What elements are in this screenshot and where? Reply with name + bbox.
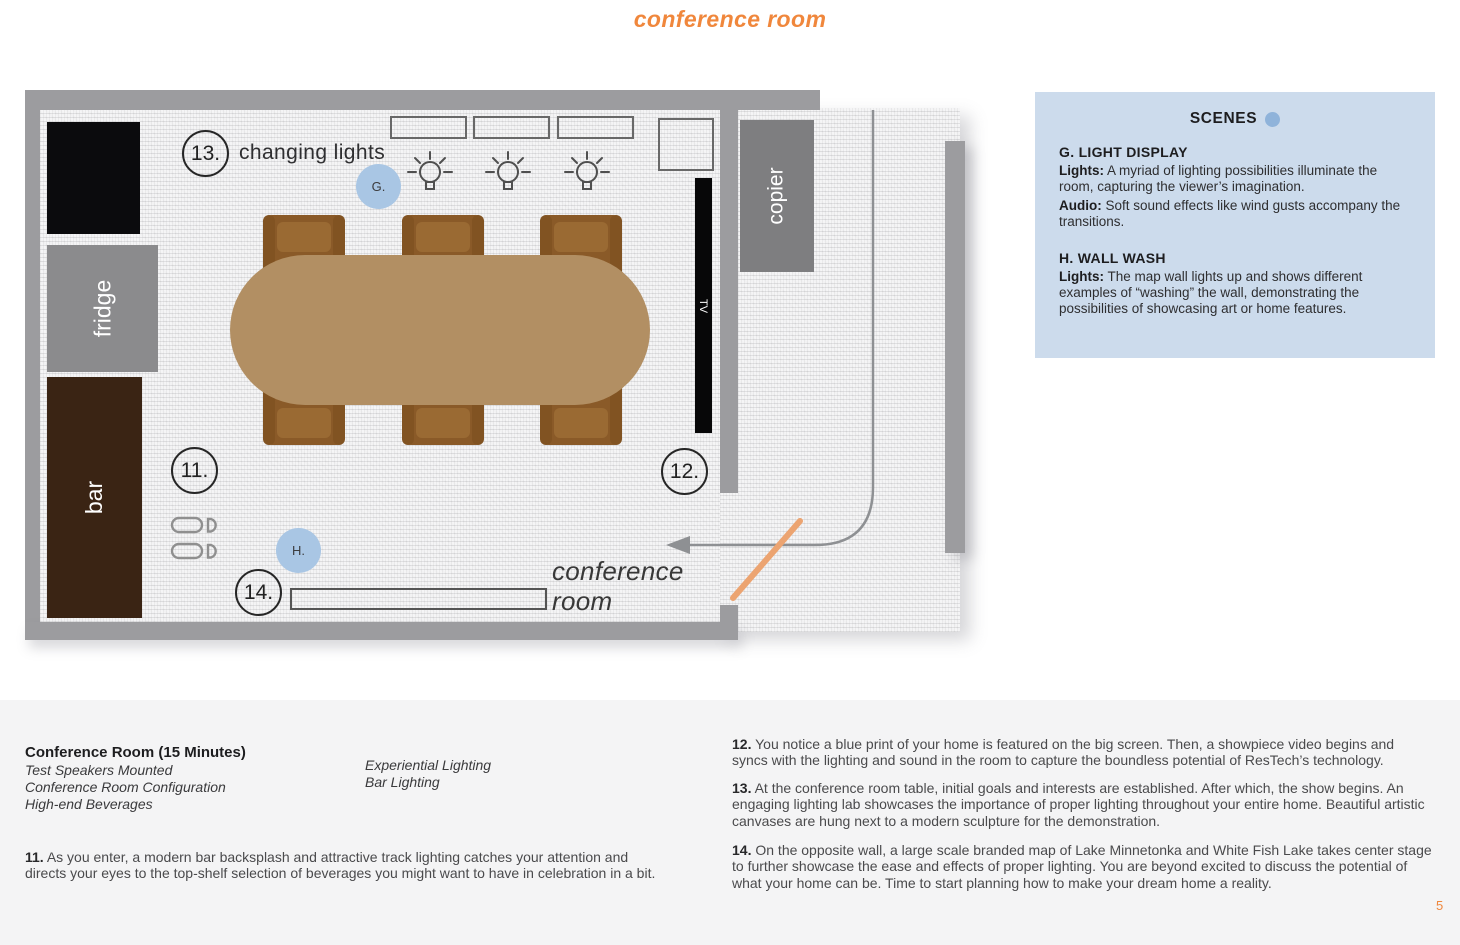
- wall-fixture: [473, 116, 550, 139]
- marker-12: 12.: [661, 448, 708, 495]
- light-bulb-icon: [564, 151, 610, 190]
- wall-fixture: [557, 116, 634, 139]
- scenes-title-row: SCENES: [1059, 110, 1411, 128]
- page-title: conference room: [633, 6, 827, 32]
- scene-marker-h: H.: [276, 528, 321, 573]
- marker-13: 13.: [182, 130, 229, 177]
- scene-g-heading: G. LIGHT DISPLAY: [1059, 144, 1188, 160]
- marker-12-label: 12.: [669, 459, 700, 483]
- scene-h-lights-text: The map wall lights up and shows differe…: [1059, 268, 1363, 316]
- speaker-icon: [170, 542, 217, 560]
- scene-h-lights: Lights: The map wall lights up and shows…: [1059, 269, 1411, 317]
- scene-block-g: G. LIGHT DISPLAY Lights: A myriad of lig…: [1059, 144, 1411, 230]
- scene-g-lights: Lights: A myriad of lighting possibiliti…: [1059, 163, 1411, 195]
- note-14-text: On the opposite wall, a large scale bran…: [732, 841, 1432, 891]
- tv: TV: [695, 178, 712, 433]
- speaker-icon: [170, 516, 217, 534]
- footer-mid-item: Experiential Lighting: [365, 757, 492, 773]
- fridge-label: fridge: [88, 279, 115, 338]
- scenes-dot-icon: [1265, 111, 1281, 127]
- scene-h-heading: H. WALL WASH: [1059, 249, 1166, 266]
- note-12-num: 12.: [732, 736, 752, 752]
- scenes-panel: SCENES G. LIGHT DISPLAY Lights: A myriad…: [1035, 92, 1435, 358]
- marker-14: 14.: [235, 569, 282, 616]
- footer-sub-item: Test Speakers Mounted: [25, 762, 173, 778]
- copier-label: copier: [764, 167, 788, 225]
- copier: copier: [740, 120, 814, 272]
- scene-block-h: H. WALL WASH Lights: The map wall lights…: [1059, 250, 1411, 317]
- room-caption-line2: room: [552, 586, 613, 616]
- note-12-text: You notice a blue print of your home is …: [732, 736, 1395, 769]
- wall-right-stub: [720, 605, 738, 640]
- bar: bar: [47, 377, 142, 618]
- scene-g-lights-label: Lights:: [1059, 163, 1104, 178]
- tv-label: TV: [697, 298, 710, 313]
- footer-sub-items: Test Speakers Mounted Conference Room Co…: [25, 762, 226, 813]
- scene-g-audio: Audio: Soft sound effects like wind gust…: [1059, 198, 1411, 230]
- marker-11: 11.: [171, 447, 218, 494]
- marker-14-label: 14.: [243, 580, 274, 604]
- footer-mid-items: Experiential Lighting Bar Lighting: [365, 757, 491, 791]
- note-13-text: At the conference room table, initial go…: [732, 779, 1425, 829]
- scenes-title: SCENES: [1189, 110, 1258, 127]
- scene-g-lights-text: A myriad of lighting possibilities illum…: [1059, 163, 1378, 194]
- page-number: 5: [1436, 898, 1444, 913]
- wall-fixture: [390, 116, 467, 139]
- fridge: fridge: [47, 245, 158, 372]
- note-13: 13. At the conference room table, initia…: [732, 780, 1432, 829]
- room-caption: conference room: [552, 556, 684, 616]
- bar-label: bar: [81, 480, 107, 515]
- room-caption-line1: conference: [552, 556, 684, 586]
- conference-table: [230, 255, 650, 405]
- light-bulb-icon: [407, 151, 453, 190]
- changing-lights-label: changing lights: [239, 141, 386, 164]
- wall-left: [25, 90, 40, 640]
- footer-right-column: 12. You notice a blue print of your home…: [732, 736, 1432, 891]
- map-wall: [290, 588, 547, 610]
- hallway-right-wall: [945, 141, 965, 553]
- scene-g-audio-text: Soft sound effects like wind gusts accom…: [1059, 197, 1401, 229]
- note-13-num: 13.: [732, 779, 752, 796]
- footer-heading: Conference Room (15 Minutes): [25, 744, 246, 761]
- footer-mid-item: Bar Lighting: [365, 774, 440, 790]
- note-11: 11. As you enter, a modern bar backsplas…: [25, 849, 670, 882]
- wall-right-upper: [720, 90, 738, 493]
- scene-marker-g-label: G.: [371, 179, 386, 194]
- scene-g-audio-label: Audio:: [1059, 197, 1102, 213]
- note-12: 12. You notice a blue print of your home…: [732, 736, 1432, 769]
- note-14-num: 14.: [732, 841, 752, 858]
- light-bulb-icon: [485, 151, 531, 190]
- scene-h-lights-label: Lights:: [1059, 268, 1104, 284]
- scene-marker-h-label: H.: [292, 543, 305, 558]
- note-14: 14. On the opposite wall, a large scale …: [732, 842, 1432, 891]
- corner-fixture: [658, 118, 714, 171]
- wall-bottom: [25, 622, 738, 640]
- scene-marker-g: G.: [356, 164, 401, 209]
- note-11-text: As you enter, a modern bar backsplash an…: [25, 849, 656, 882]
- footer-background: [0, 700, 1460, 945]
- marker-13-label: 13.: [190, 141, 221, 165]
- note-11-num: 11.: [25, 849, 44, 865]
- footer-sub-item: High-end Beverages: [25, 796, 153, 812]
- marker-11-label: 11.: [180, 458, 209, 482]
- wall-canvas-black: [47, 122, 140, 234]
- wall-top: [25, 90, 820, 110]
- footer-sub-item: Conference Room Configuration: [25, 779, 226, 795]
